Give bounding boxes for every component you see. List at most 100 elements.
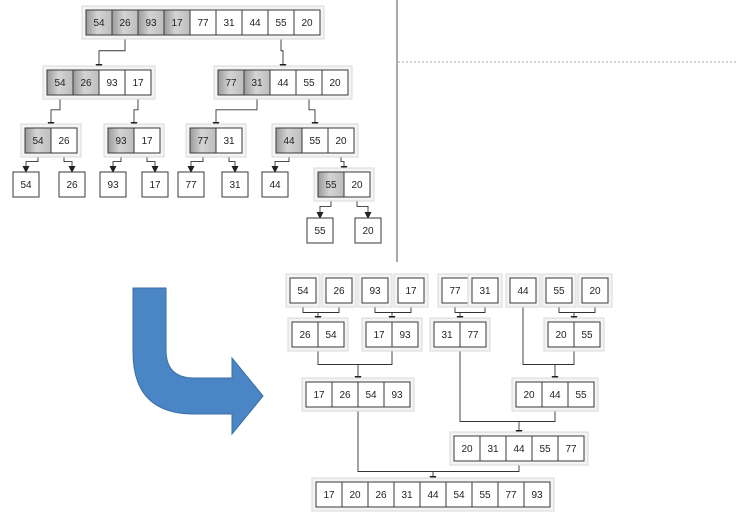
array-cell bbox=[567, 381, 595, 408]
array-node-s3f: 31 bbox=[221, 171, 249, 198]
array-cell bbox=[441, 277, 469, 304]
array-cell bbox=[261, 171, 289, 198]
array-cell bbox=[509, 277, 537, 304]
connector-line bbox=[317, 347, 358, 365]
array-node-m0i: 20 bbox=[577, 273, 613, 308]
array-cell bbox=[471, 277, 499, 304]
array-cell bbox=[505, 435, 533, 462]
array-cell-value: 20 bbox=[349, 490, 361, 501]
connector-line bbox=[279, 35, 287, 71]
array-cell-value: 93 bbox=[115, 136, 127, 147]
array-cell-value: 44 bbox=[249, 18, 261, 29]
array-cell-value: 93 bbox=[369, 286, 381, 297]
array-cell-value: 77 bbox=[565, 444, 577, 455]
array-cell-value: 31 bbox=[223, 18, 235, 29]
array-cell bbox=[361, 277, 389, 304]
array-cell bbox=[241, 9, 269, 36]
connector-line bbox=[356, 197, 372, 219]
array-cell-value: 93 bbox=[531, 490, 543, 501]
array-cell-value: 44 bbox=[283, 136, 295, 147]
array-cell-value: 54 bbox=[93, 18, 105, 29]
array-cell bbox=[393, 481, 421, 508]
array-node-s3b: 26 bbox=[58, 171, 86, 198]
array-cell bbox=[367, 481, 395, 508]
array-cell bbox=[531, 435, 559, 462]
array-cell-value: 31 bbox=[401, 490, 413, 501]
array-cell bbox=[301, 127, 329, 154]
array-cell-value: 44 bbox=[513, 444, 525, 455]
connector-line bbox=[316, 197, 332, 219]
connector-line bbox=[555, 347, 575, 365]
array-cell bbox=[581, 277, 609, 304]
array-cell bbox=[306, 217, 334, 244]
array-cell-value: 54 bbox=[453, 490, 465, 501]
array-cell-value: 55 bbox=[575, 390, 587, 401]
array-cell-value: 93 bbox=[107, 180, 119, 191]
array-cell bbox=[305, 381, 333, 408]
array-cell-value: 55 bbox=[309, 136, 321, 147]
array-cell-value: 54 bbox=[54, 78, 66, 89]
array-cell bbox=[189, 9, 217, 36]
array-cell-value: 17 bbox=[313, 390, 325, 401]
array-cell-value: 31 bbox=[251, 78, 263, 89]
array-cell bbox=[497, 481, 525, 508]
array-node-m0b: 26 bbox=[321, 273, 357, 308]
array-cell-value: 20 bbox=[589, 286, 601, 297]
array-cell bbox=[573, 321, 601, 348]
array-node-m0f: 31 bbox=[467, 273, 503, 308]
array-cell bbox=[293, 9, 321, 36]
array-cell-value: 54 bbox=[365, 390, 377, 401]
array-cell bbox=[85, 9, 113, 36]
array-node-s2b: 93 17 bbox=[103, 123, 165, 158]
array-cell-value: 26 bbox=[375, 490, 387, 501]
array-cell bbox=[453, 435, 481, 462]
array-cell bbox=[141, 171, 169, 198]
array-cell-value: 20 bbox=[329, 78, 341, 89]
array-cell bbox=[177, 171, 205, 198]
array-cell-value: 20 bbox=[461, 444, 473, 455]
array-cell-value: 93 bbox=[145, 18, 157, 29]
array-cell bbox=[354, 217, 382, 244]
array-cell-value: 20 bbox=[523, 390, 535, 401]
array-node-m0h: 55 bbox=[541, 273, 577, 308]
array-node-m0a: 54 bbox=[285, 273, 321, 308]
array-cell-value: 20 bbox=[335, 136, 347, 147]
array-cell-value: 31 bbox=[487, 444, 499, 455]
array-cell bbox=[445, 481, 473, 508]
array-cell-value: 17 bbox=[132, 78, 144, 89]
array-cell-value: 31 bbox=[479, 286, 491, 297]
array-cell-value: 20 bbox=[555, 330, 567, 341]
array-cell-value: 17 bbox=[323, 490, 335, 501]
array-cell bbox=[50, 127, 78, 154]
array-cell-value: 93 bbox=[399, 330, 411, 341]
array-cell bbox=[215, 127, 243, 154]
array-cell bbox=[133, 127, 161, 154]
array-cell-value: 77 bbox=[185, 180, 197, 191]
array-cell-value: 17 bbox=[141, 136, 153, 147]
array-cell bbox=[459, 321, 487, 348]
array-cell bbox=[545, 277, 573, 304]
connector-lines bbox=[22, 35, 596, 483]
array-cell-value: 31 bbox=[441, 330, 453, 341]
array-cell bbox=[547, 321, 575, 348]
array-cell-value: 31 bbox=[229, 180, 241, 191]
array-cell bbox=[267, 9, 295, 36]
array-cell-value: 17 bbox=[373, 330, 385, 341]
array-cell bbox=[46, 69, 74, 96]
connector-line bbox=[519, 407, 556, 422]
array-cell-value: 93 bbox=[391, 390, 403, 401]
array-cell bbox=[327, 127, 355, 154]
array-cell-value: 54 bbox=[297, 286, 309, 297]
array-cell bbox=[343, 171, 371, 198]
connector-line bbox=[522, 303, 555, 365]
array-node-s4b: 20 bbox=[354, 217, 382, 244]
connector-line bbox=[95, 35, 126, 71]
